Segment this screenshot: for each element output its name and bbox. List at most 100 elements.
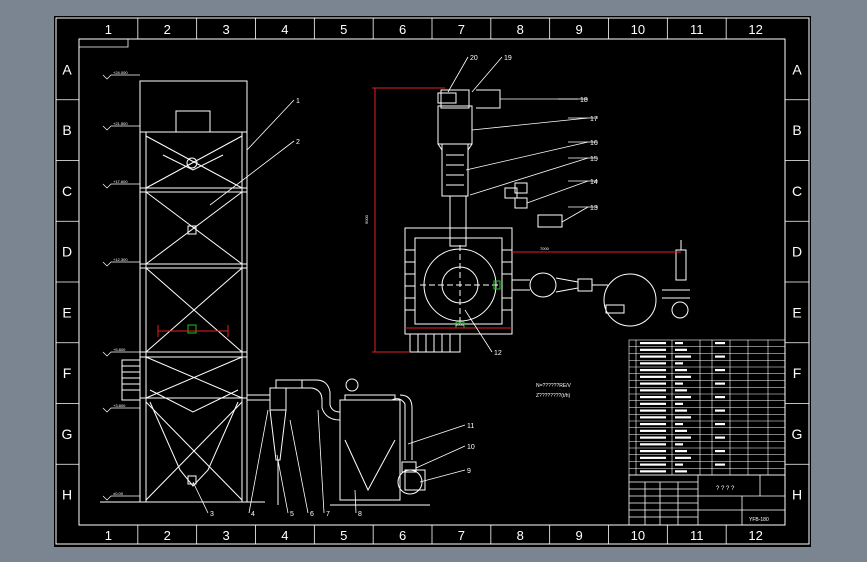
elevation-label: +21.500	[113, 121, 128, 126]
grid-row-label: A	[792, 61, 802, 77]
grid-row-label: C	[792, 183, 802, 199]
part-number-10: 10	[467, 444, 475, 451]
elevation-label: +3.800	[113, 403, 126, 408]
grid-row-label: C	[62, 183, 72, 199]
dimension-vertical: 9000	[364, 214, 369, 224]
elevation-marker	[102, 407, 140, 413]
grid-column-label: 6	[399, 22, 406, 37]
corner-code-box	[79, 39, 129, 48]
grid-row-label: F	[63, 365, 72, 381]
grid-row-label: H	[792, 487, 802, 503]
part-number-9: 9	[467, 468, 471, 475]
grid-column-label: 10	[631, 528, 645, 543]
title-block-drawing-number: YFB-180	[749, 517, 769, 523]
grid-column-label: 11	[690, 528, 704, 543]
grid-row-label: A	[62, 61, 72, 77]
grid-row-label: E	[792, 304, 801, 320]
title-block	[628, 474, 786, 526]
grid-column-label: 12	[748, 528, 762, 543]
part-number-6: 6	[310, 511, 314, 518]
grid-row-label: B	[792, 122, 801, 138]
part-number-16: 16	[590, 140, 598, 147]
elevation-marker	[102, 183, 140, 189]
parts-list-table	[628, 339, 786, 476]
grid-column-label: 9	[575, 528, 582, 543]
grid-ticks	[56, 18, 809, 544]
grid-column-label: 8	[517, 528, 524, 543]
grid-column-label: 2	[164, 22, 171, 37]
part-number-19: 19	[504, 55, 512, 62]
title-block-title: ? ? ? ?	[716, 486, 735, 492]
grid-row-label: G	[792, 426, 803, 442]
elevation-marker	[102, 74, 140, 80]
part-number-7: 7	[326, 511, 330, 518]
grid-row-label: E	[62, 304, 71, 320]
grid-row-label: D	[792, 244, 802, 260]
part-number-20: 20	[470, 55, 478, 62]
drawing-sheet	[54, 16, 811, 547]
grid-row-label: D	[62, 244, 72, 260]
elevation-marker	[102, 351, 140, 357]
elevation-label: +12.300	[113, 257, 128, 262]
grid-column-label: 3	[222, 528, 229, 543]
grid-column-label: 4	[281, 528, 288, 543]
elevation-label: +5.800	[113, 347, 126, 352]
grid-row-label: H	[62, 487, 72, 503]
elevation-marks: +24.000 +21.500 +17.600 +12.300 +5.800 +3.800…	[102, 70, 140, 501]
grid-column-label: 2	[164, 528, 171, 543]
steel-tower	[100, 80, 265, 503]
note-line-2: Z????????(t/h)	[536, 393, 571, 399]
part-number-2: 2	[296, 139, 300, 146]
elevation-label: +24.000	[113, 70, 128, 75]
grid-column-label: 5	[340, 22, 347, 37]
part-leader-lines	[192, 56, 598, 514]
grid-column-label: 7	[458, 528, 465, 543]
grid-column-label: 1	[105, 22, 112, 37]
part-number-1: 1	[296, 98, 300, 105]
grid-column-label: 6	[399, 528, 406, 543]
part-number-18: 18	[580, 97, 588, 104]
grid-row-label: G	[62, 426, 73, 442]
grid-row-label: B	[62, 122, 71, 138]
grid-column-label: 4	[281, 22, 288, 37]
part-number-13: 13	[590, 205, 598, 212]
elevation-marker	[102, 495, 140, 501]
part-number-3: 3	[210, 511, 214, 518]
sheet-outer-border	[55, 17, 810, 545]
grid-column-label: 3	[222, 22, 229, 37]
grid-column-label: 1	[105, 528, 112, 543]
grid-row-label: F	[793, 365, 802, 381]
grid-column-label: 5	[340, 528, 347, 543]
elevation-marker	[102, 125, 140, 131]
grid-column-label: 9	[575, 22, 582, 37]
elevation-label: ±0.00	[113, 491, 124, 496]
grid-row-labels-left: A B C D E F G H	[62, 61, 73, 502]
elevation-label: +17.600	[113, 179, 128, 184]
dimension-horizontal: 7000	[540, 246, 550, 251]
dimension-bottom: 3000	[455, 322, 465, 327]
part-number-5: 5	[290, 511, 294, 518]
grid-row-labels-right: A B C D E F G H	[792, 61, 803, 502]
note-line-1: N=??????RE/V	[536, 383, 572, 389]
part-number-12: 12	[494, 350, 502, 357]
hot-air-generator	[404, 89, 690, 353]
grid-column-label: 7	[458, 22, 465, 37]
part-number-4: 4	[251, 511, 255, 518]
part-number-11: 11	[467, 423, 474, 430]
part-number-17: 17	[590, 116, 598, 123]
part-number-14: 14	[590, 179, 598, 186]
grid-column-label: 12	[748, 22, 762, 37]
grid-column-label: 8	[517, 22, 524, 37]
part-number-8: 8	[358, 511, 362, 518]
elevation-marker	[102, 261, 140, 267]
part-number-15: 15	[590, 156, 598, 163]
cyclone-and-bag-filter	[247, 378, 430, 506]
grid-column-label: 11	[690, 22, 704, 37]
dimension-lines	[372, 87, 512, 353]
grid-column-label: 10	[631, 22, 645, 37]
